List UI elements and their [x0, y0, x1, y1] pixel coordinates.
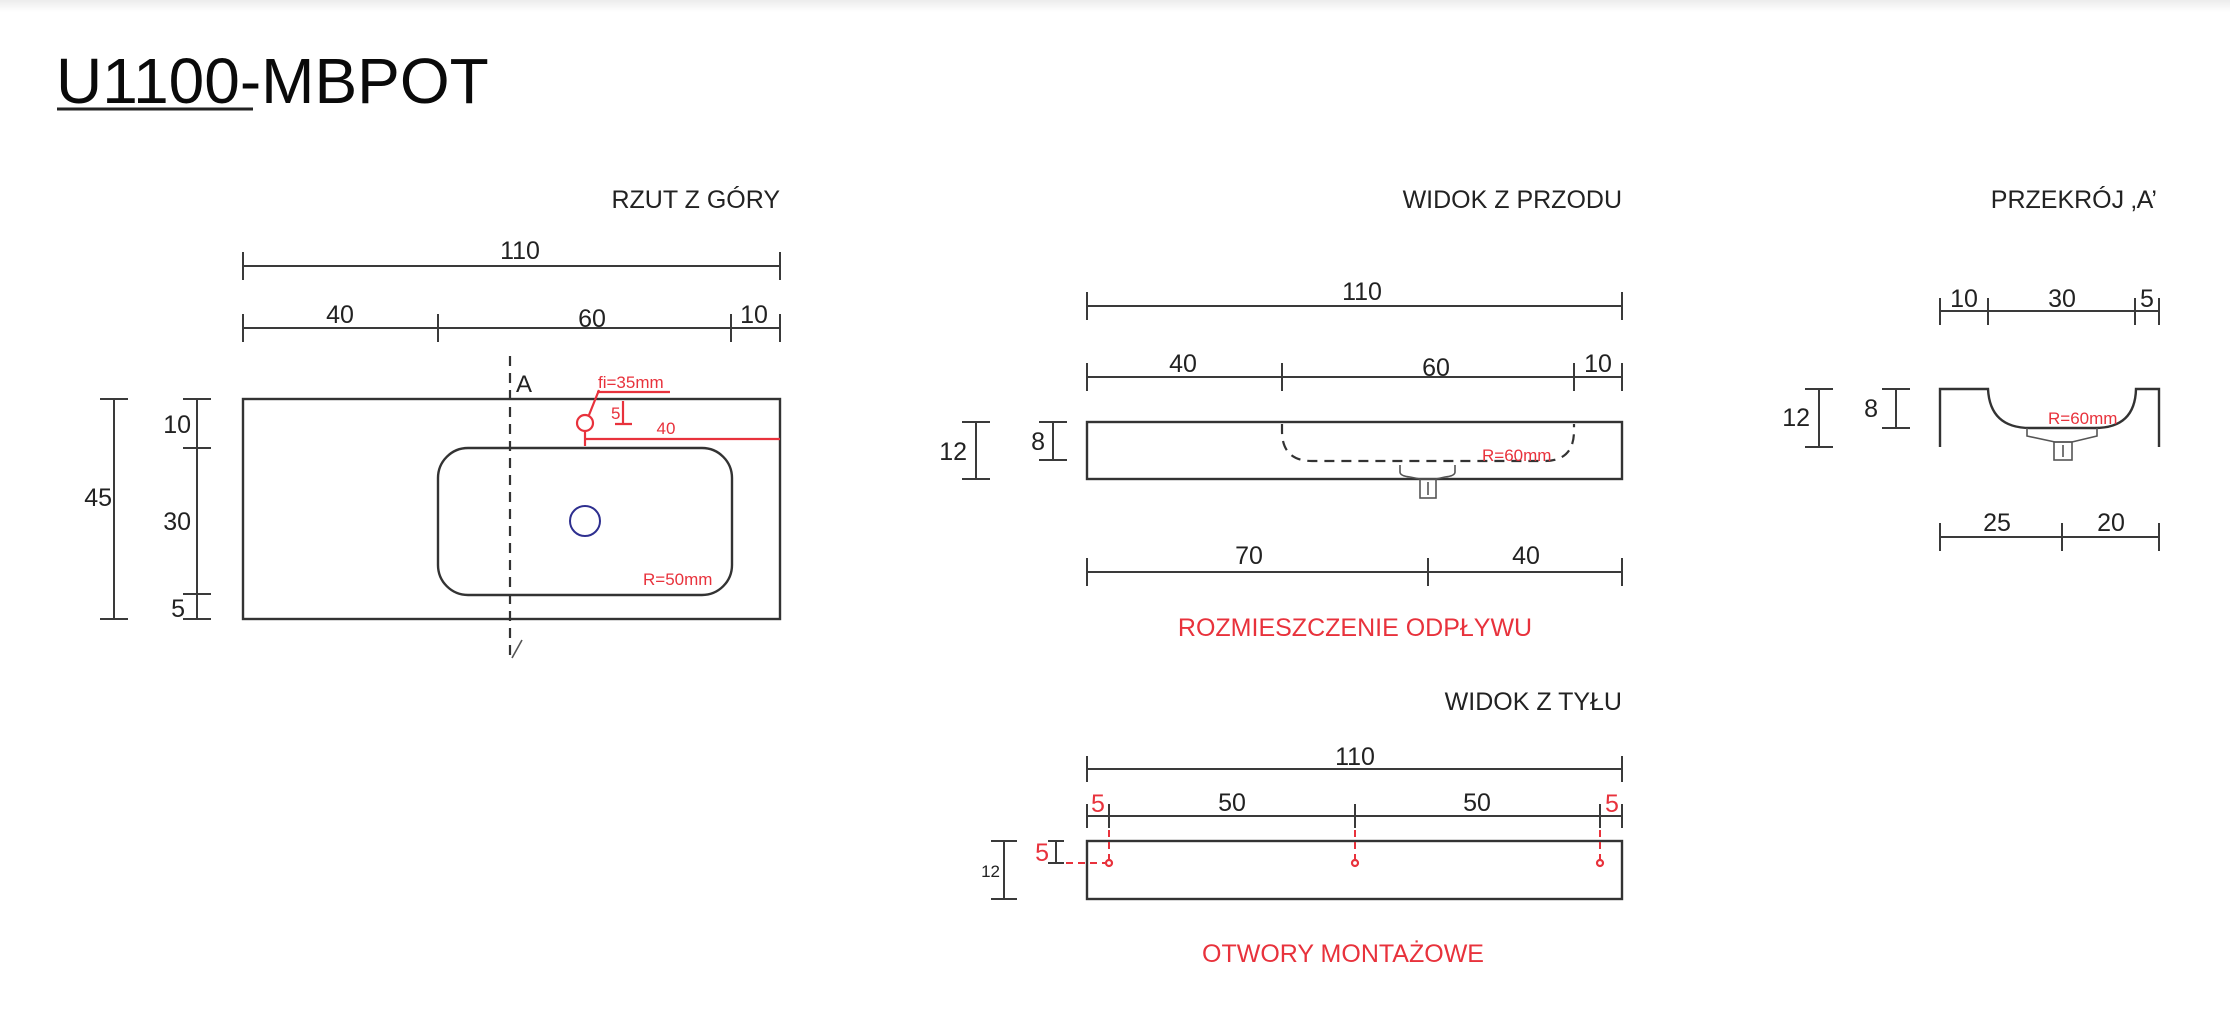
dim-label: 40 — [326, 301, 354, 329]
back-view-title: WIDOK Z TYŁU — [1445, 688, 1622, 716]
drain-position-dimension: 70 40 — [1086, 542, 1623, 586]
top-depth-dimension: 45 — [84, 398, 128, 620]
top-shadow — [0, 0, 2230, 12]
mounting-hole-icon — [1595, 858, 1605, 868]
front-width-dimension: 110 — [1086, 278, 1623, 320]
dim-label: 50 — [1218, 789, 1246, 817]
drain-pipe-icon — [2053, 441, 2073, 461]
dim-label: 10 — [1584, 350, 1612, 378]
front-basin-hidden-line — [1280, 424, 1576, 463]
front-outline — [1085, 420, 1624, 481]
mounting-hole-icon — [1104, 858, 1114, 868]
dim-label: 5 — [1091, 790, 1105, 818]
dim-label: 110 — [1335, 743, 1375, 771]
tap-offset-top-label: 5 — [611, 404, 620, 423]
drain-icon — [569, 505, 601, 537]
section-drain-position-dimension: 25 20 — [1939, 509, 2160, 551]
section-view-title: PRZEKRÓJ ‚A’ — [1991, 185, 2157, 214]
hole-spacing-dimension: 5 50 50 5 — [1086, 789, 1623, 828]
front-basin-radius-label: R=60mm — [1482, 446, 1551, 465]
model-title: U1100-MBPOT — [56, 45, 489, 117]
dim-label: 110 — [500, 237, 540, 265]
drain-fitting-icon — [2026, 428, 2098, 443]
model-code-underlined: U1100-MBPOT — [56, 45, 489, 117]
model-code-suffix: -MBPOT — [240, 45, 489, 117]
back-outline — [1085, 839, 1624, 901]
dim-label: 8 — [1031, 428, 1045, 456]
dim-label: 10 — [740, 301, 768, 329]
drain-caption: ROZMIESZCZENIE ODPŁYWU — [1178, 614, 1532, 642]
dim-label: 60 — [578, 305, 606, 333]
top-outline — [241, 397, 782, 621]
front-view: WIDOK Z PRZODU 110 40 60 10 12 8 — [939, 186, 1624, 642]
top-width-dimension: 110 — [242, 237, 781, 280]
tap-offset-right-label: 40 — [657, 419, 676, 438]
back-width-dimension: 110 — [1086, 743, 1623, 782]
basin-outline — [436, 446, 734, 597]
dim-label: 40 — [1169, 350, 1197, 378]
section-height-dimension: 12 8 — [1782, 388, 1910, 448]
dim-label: 12 — [981, 862, 1000, 881]
mounting-holes-caption: OTWORY MONTAŻOWE — [1202, 939, 1484, 968]
front-view-title: WIDOK Z PRZODU — [1403, 186, 1622, 214]
top-depth-parts-dimension: 10 30 5 — [163, 398, 211, 623]
drain-pipe-icon — [1419, 478, 1437, 499]
dim-label: 5 — [1035, 839, 1049, 867]
dim-label: 10 — [1950, 285, 1978, 313]
dim-label: 40 — [1512, 542, 1540, 570]
dim-label: 45 — [84, 484, 112, 512]
dim-label: 8 — [1864, 395, 1878, 423]
drain-fitting-icon — [1399, 465, 1456, 480]
tap-hole-icon — [575, 413, 595, 433]
dim-label: 12 — [1782, 404, 1810, 432]
dim-label: 10 — [163, 411, 191, 439]
dim-label: 60 — [1422, 354, 1450, 382]
dim-label: 5 — [171, 595, 185, 623]
tap-hole-annotation: fi=35mm 5 40 — [575, 373, 780, 446]
section-profile — [1938, 387, 2161, 447]
mounting-hole-icon — [1350, 858, 1360, 868]
dim-label: 50 — [1463, 789, 1491, 817]
dim-label: 25 — [1983, 509, 2011, 537]
front-width-parts-dimension: 40 60 10 — [1086, 350, 1623, 391]
top-view-title: RZUT Z GÓRY — [611, 185, 780, 214]
section-arrow — [511, 639, 523, 659]
dim-label: 20 — [2097, 509, 2125, 537]
front-height-dimension: 12 8 — [939, 421, 1067, 480]
dim-label: 30 — [163, 508, 191, 536]
section-marker-label: A — [516, 371, 532, 398]
tap-hole-label: fi=35mm — [598, 373, 664, 392]
basin-radius-label: R=50mm — [643, 570, 712, 589]
top-view: RZUT Z GÓRY 110 40 60 10 45 — [84, 185, 782, 660]
section-width-parts-dimension: 10 30 5 — [1939, 285, 2160, 325]
dim-label: 70 — [1235, 542, 1263, 570]
dim-label: 12 — [939, 438, 967, 466]
top-width-parts-dimension: 40 60 10 — [242, 301, 781, 342]
dim-label: 5 — [2140, 285, 2154, 313]
dim-label: 30 — [2048, 285, 2076, 313]
dim-label: 5 — [1605, 790, 1619, 818]
back-height-dimension: 12 5 — [981, 839, 1064, 900]
back-view: WIDOK Z TYŁU 110 5 50 50 5 12 — [981, 688, 1624, 968]
dim-label: 110 — [1342, 278, 1382, 306]
section-basin-radius-label: R=60mm — [2048, 409, 2117, 428]
section-view: PRZEKRÓJ ‚A’ 10 30 5 12 8 R=60mm — [1782, 185, 2161, 551]
